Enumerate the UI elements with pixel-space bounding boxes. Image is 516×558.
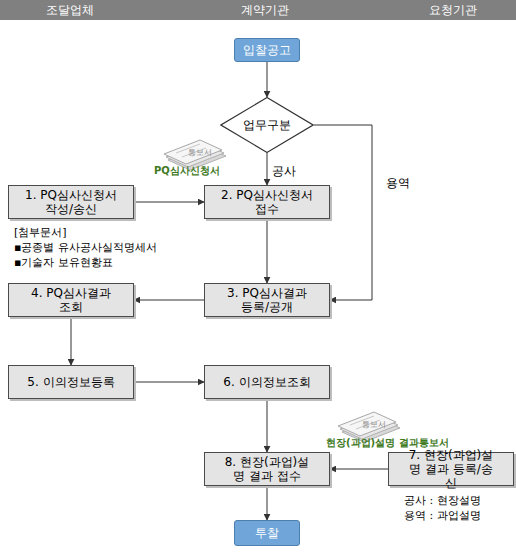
process-box: 8. 현장(과업)설명 결과 접수 xyxy=(204,452,330,486)
flow-arrow xyxy=(134,202,204,203)
document-name: PQ심사신청서 xyxy=(154,164,220,177)
node-text: 계약기관 xyxy=(241,3,289,17)
icon-caption: 통보서 xyxy=(188,146,212,159)
process-box: 6. 이의정보조회 xyxy=(204,365,330,399)
node-text: 투찰 xyxy=(255,526,279,540)
node-text: 3. PQ심사결과 등록/공개 xyxy=(221,286,313,314)
flow-arrow xyxy=(267,486,268,520)
node-text: 6. 이의정보조회 xyxy=(223,375,310,389)
node-text: 입찰공고 xyxy=(243,43,291,57)
node-text: 4. PQ심사결과 조회 xyxy=(25,286,117,314)
process-box: 7. 현장(과업)설명 결과 등록/송신 xyxy=(388,452,514,486)
terminal-box: 입찰공고 xyxy=(234,38,300,62)
decision-diamond: 업무구분 xyxy=(220,97,314,153)
header-cell: 조달업체 xyxy=(0,0,140,20)
node-text: 2. PQ심사신청서 접수 xyxy=(221,188,313,216)
process-box: 1. PQ심사신청서 작성/송신 xyxy=(8,185,134,219)
process-box: 3. PQ심사결과 등록/공개 xyxy=(204,283,330,317)
note-text: 공사 : 현장설명 xyxy=(404,494,481,507)
node-text: 5. 이의정보등록 xyxy=(27,375,114,389)
attachment-item: ▪공종별 유사공사실적명세서 xyxy=(14,241,157,254)
header-cell: 요청기관 xyxy=(390,0,516,20)
flow-arrow xyxy=(267,62,268,97)
flow-arrow xyxy=(267,399,268,452)
attachment-heading: [첨부문서] xyxy=(14,226,67,239)
node-text: 7. 현장(과업)설명 결과 등록/송신 xyxy=(405,448,497,490)
process-box: 2. PQ심사신청서 접수 xyxy=(204,185,330,219)
node-text: 업무구분 xyxy=(243,118,291,132)
flow-arrow xyxy=(267,219,268,283)
attachment-item: ▪기술자 보유현황표 xyxy=(14,256,113,269)
edge-label: 용역 xyxy=(386,176,410,190)
flow-arrow xyxy=(71,317,72,365)
process-box: 5. 이의정보등록 xyxy=(8,365,134,399)
node-text: 8. 현장(과업)설명 결과 접수 xyxy=(221,455,313,483)
terminal-box: 투찰 xyxy=(234,520,300,546)
flow-arrow xyxy=(134,382,204,383)
node-text: 요청기관 xyxy=(429,3,477,17)
note-text: 용역 : 과업설명 xyxy=(404,509,481,522)
diamond-shape xyxy=(221,98,313,153)
document-name: 현장(과업)설명 결과통보서 xyxy=(326,436,449,449)
edge-label: 공사 xyxy=(272,164,296,178)
flow-arrow xyxy=(330,469,388,470)
process-box: 4. PQ심사결과 조회 xyxy=(8,283,134,317)
node-text: 조달업체 xyxy=(46,3,94,17)
header-cell: 계약기관 xyxy=(140,0,390,20)
flow-arrow xyxy=(134,300,204,301)
node-text: 1. PQ심사신청서 작성/송신 xyxy=(25,188,117,216)
icon-caption: 통보서 xyxy=(362,418,386,431)
flow-arrow xyxy=(267,153,268,185)
